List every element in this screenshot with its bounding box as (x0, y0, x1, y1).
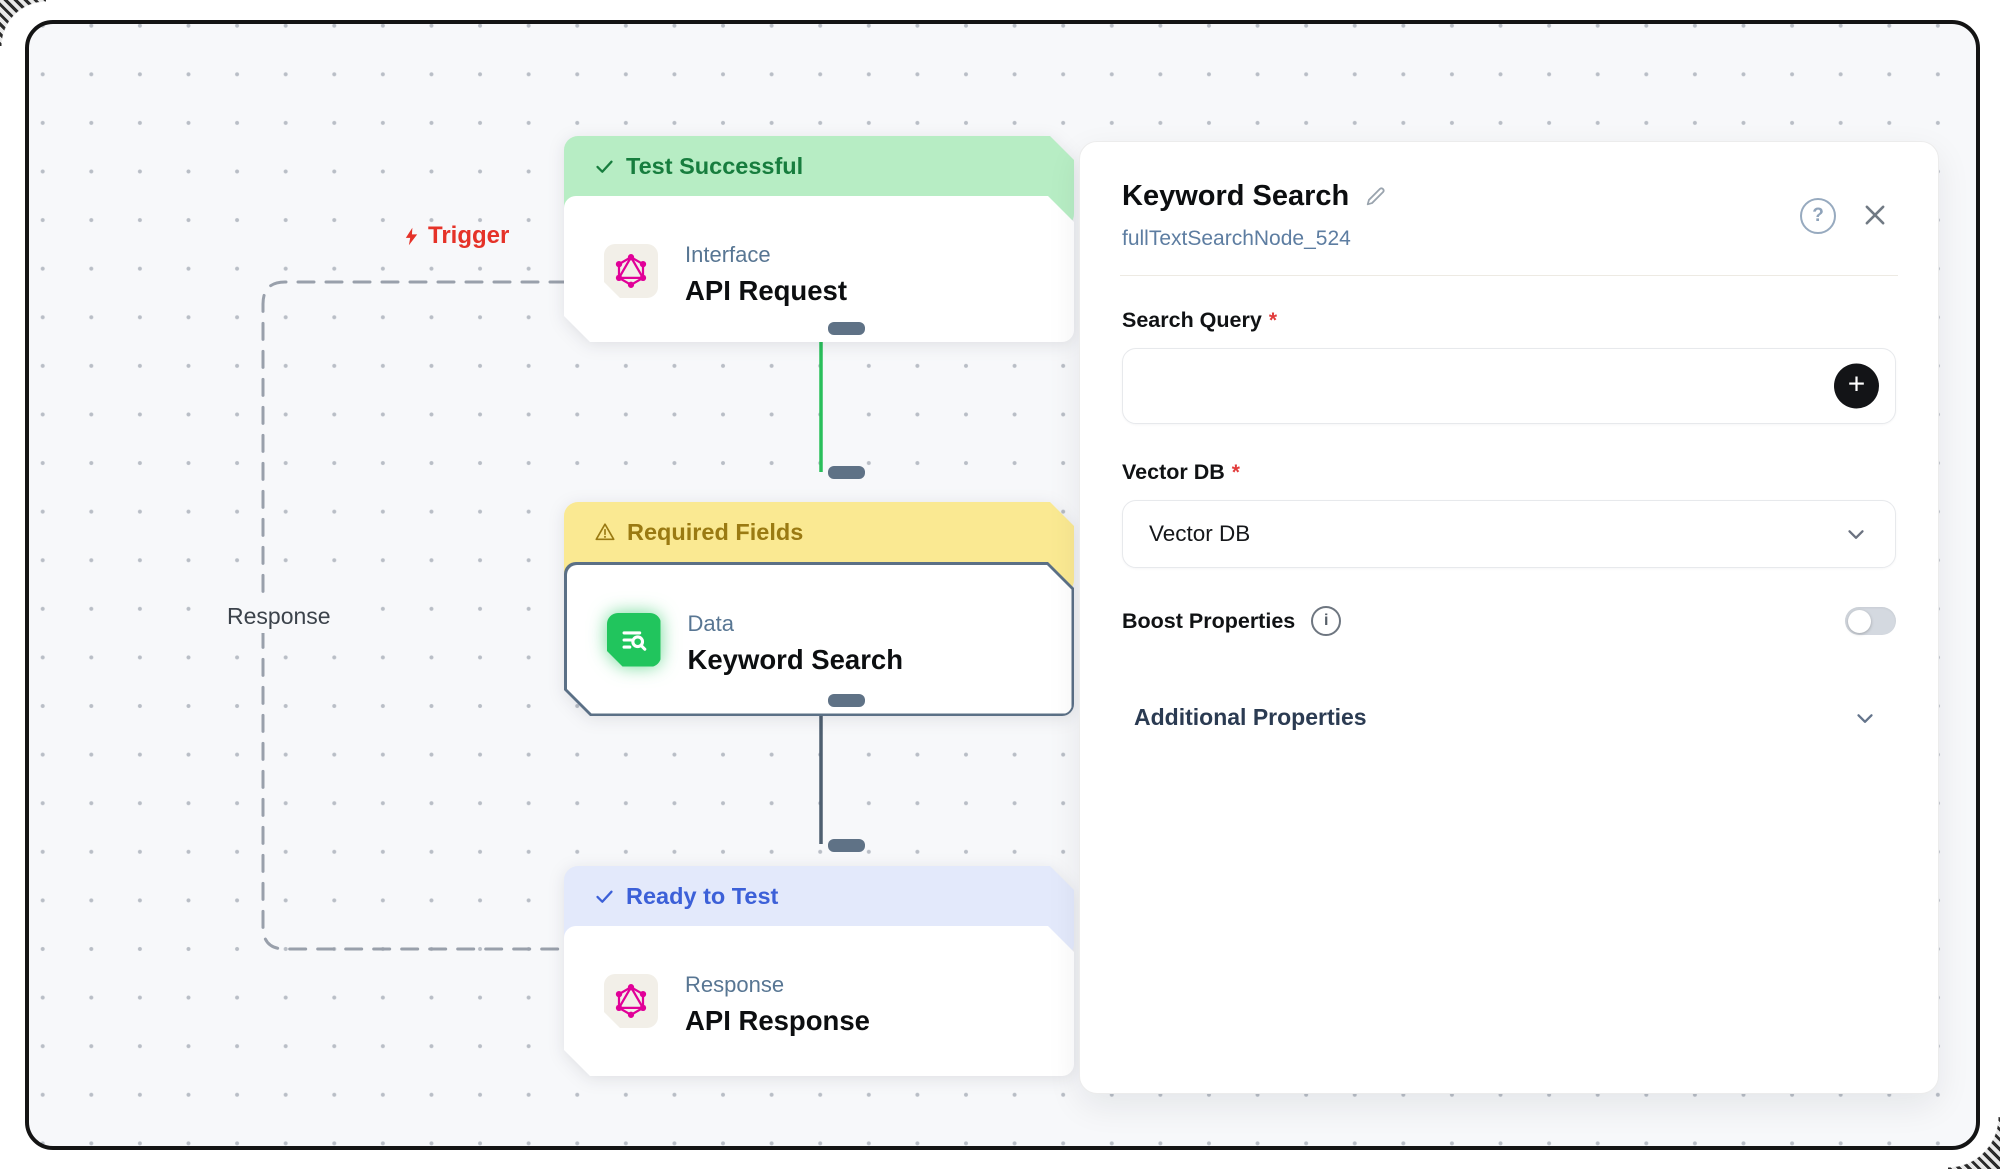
vector-db-select[interactable]: Vector DB (1122, 500, 1896, 568)
vector-db-selected-value: Vector DB (1149, 521, 1251, 546)
panel-title: Keyword Search (1122, 180, 1350, 212)
list-search-icon (607, 613, 661, 667)
warning-icon (594, 521, 616, 543)
trigger-edge-label[interactable]: Trigger (401, 222, 509, 250)
graphql-icon (604, 974, 658, 1028)
node-status-text: Required Fields (627, 518, 804, 545)
plus-icon: + (1847, 367, 1866, 401)
node-output-handle[interactable] (828, 322, 865, 335)
close-icon (1865, 205, 1885, 225)
search-query-label: Search Query * (1122, 308, 1278, 332)
add-variable-button[interactable]: + (1834, 363, 1879, 409)
lightning-icon (405, 227, 418, 245)
panel-divider (1120, 275, 1898, 276)
node-status-text: Test Successful (626, 152, 804, 179)
node-title: API Request (685, 275, 847, 306)
node-keyword-search[interactable]: Required Fields (564, 502, 1074, 716)
edit-pencil-icon[interactable] (1363, 184, 1388, 209)
node-input-handle[interactable] (828, 839, 865, 852)
help-button[interactable]: ? (1800, 198, 1836, 234)
vector-db-label: Vector DB * (1122, 460, 1240, 484)
node-config-panel: Keyword Search fullTextSearchNode_524 ? (1079, 141, 1939, 1094)
node-category: Interface (685, 242, 771, 267)
boost-properties-label: Boost Properties (1122, 608, 1296, 633)
search-query-input-box: + (1122, 348, 1896, 424)
required-asterisk: * (1268, 308, 1278, 332)
node-id-subtitle: fullTextSearchNode_524 (1122, 227, 1351, 250)
node-card[interactable]: Response API Response (564, 926, 1074, 1076)
check-icon (594, 886, 615, 907)
required-asterisk: * (1231, 460, 1240, 484)
chevron-down-icon (1848, 530, 1864, 539)
response-edge-label[interactable]: Response (217, 600, 341, 633)
additional-properties-section[interactable]: Additional Properties (1122, 704, 1896, 731)
boost-properties-row: Boost Properties i (1122, 606, 1896, 636)
node-title: API Response (685, 1005, 870, 1036)
boost-properties-toggle[interactable] (1845, 607, 1896, 635)
workflow-canvas[interactable]: Trigger Response Test Successful (25, 20, 1980, 1150)
trigger-edge-text: Trigger (428, 222, 510, 249)
response-edge-text: Response (227, 603, 331, 629)
node-input-handle[interactable] (828, 466, 865, 479)
node-card-selected[interactable]: Data Keyword Search (564, 562, 1074, 716)
graphql-icon (604, 244, 658, 298)
node-output-handle[interactable] (828, 694, 865, 707)
node-category: Data (687, 610, 734, 636)
question-mark-icon: ? (1812, 205, 1824, 226)
additional-properties-title: Additional Properties (1134, 704, 1367, 730)
check-icon (594, 156, 615, 177)
node-status-text: Ready to Test (626, 882, 779, 909)
node-card[interactable]: Interface API Request (564, 196, 1074, 342)
close-panel-button[interactable] (1858, 198, 1892, 232)
info-icon[interactable]: i (1311, 606, 1342, 636)
chevron-down-icon (1857, 713, 1873, 723)
search-query-input[interactable] (1123, 349, 1895, 423)
node-title: Keyword Search (687, 643, 904, 675)
node-category: Response (685, 972, 785, 997)
node-api-response[interactable]: Ready to Test (564, 866, 1074, 1076)
toggle-knob (1847, 609, 1871, 633)
node-api-request[interactable]: Test Successful (564, 136, 1074, 342)
